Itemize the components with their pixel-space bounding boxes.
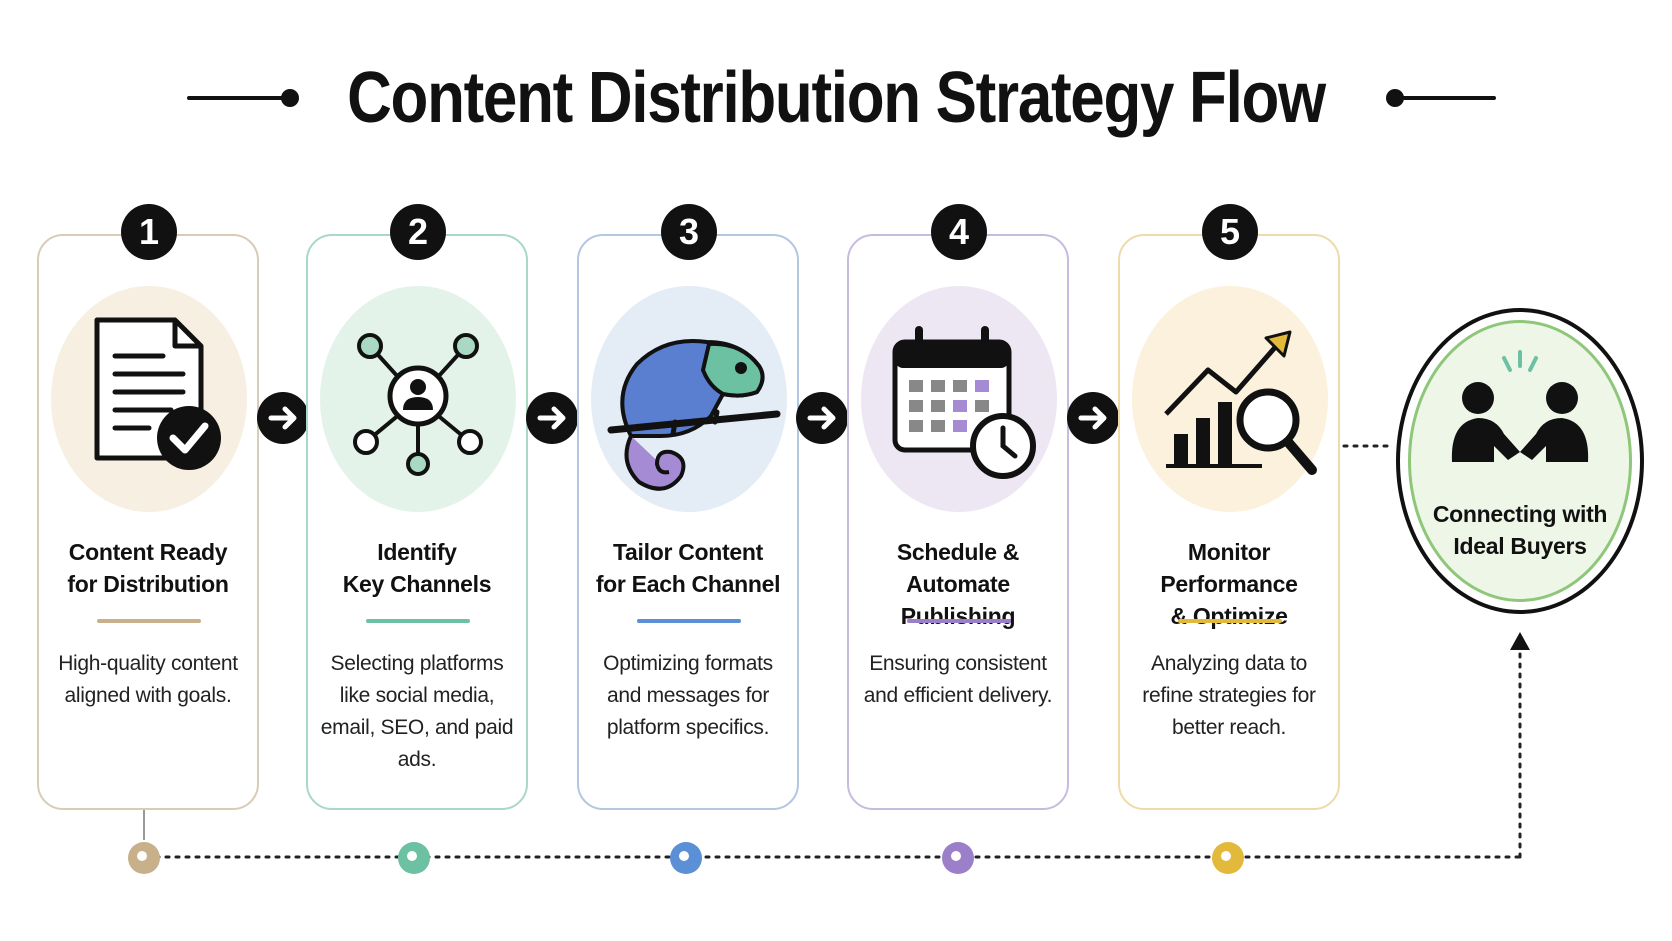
step-title: Tailor Content for Each Channel [595,539,781,597]
step-icon-circle [320,286,516,512]
step-title: Identify Key Channels [342,539,492,597]
goal-circle: Connecting with Ideal Buyers [1396,308,1644,614]
handshake-icon [1451,350,1589,462]
chameleon-icon [607,339,781,491]
step-title: Content Ready for Distribution [67,539,229,597]
step-number-badge: 5 [1202,204,1258,260]
arrow-right-icon [257,392,309,444]
step-underline [97,619,201,623]
timeline-node-5 [1212,842,1244,874]
arrow-right-icon [526,392,578,444]
step-card-4: 4 Schedule & Automate Publishing Ensurin… [847,204,1069,810]
step-card-3: 3 Tailor Content for Each Channel Optimi… [577,204,799,810]
chart-magnifier-icon [1164,330,1317,475]
step-underline [1178,619,1282,623]
step-number-badge: 3 [661,204,717,260]
title-dot-left [281,89,299,107]
calendar-clock-icon [892,326,1036,479]
arrow-right-icon [796,392,848,444]
step-icon-circle [591,286,787,512]
step-description: Selecting platforms like social media, e… [320,652,514,771]
step-title: Monitor Performance & Optimize [1160,539,1298,629]
timeline-node-2 [398,842,430,874]
step-underline [637,619,741,623]
step-underline [366,619,470,623]
network-user-icon [353,333,483,476]
timeline-node-3 [670,842,702,874]
timeline-node-4 [942,842,974,874]
step-icon-circle [1132,286,1328,512]
timeline-node-1 [128,842,160,874]
step-card-2: 2 Identify Key Channels Selecting platfo… [306,204,528,810]
step-description: Analyzing data to refine strategies for … [1142,652,1316,739]
step-number-badge: 2 [390,204,446,260]
step-description: Ensuring consistent and efficient delive… [863,652,1053,707]
step-description: High-quality content aligned with goals. [58,652,238,707]
title-line-right [1392,96,1496,100]
step-card-1: 1 Content Ready for Distribution High-qu… [37,204,259,810]
step-description: Optimizing formats and messages for plat… [603,652,773,739]
document-check-icon [94,317,221,470]
step-number-badge: 4 [931,204,987,260]
diagram-title: Content Distribution Strategy Flow [347,58,1326,138]
goal-label: Connecting with Ideal Buyers [1432,501,1608,559]
arrow-right-icon [1067,392,1119,444]
step-number-badge: 1 [121,204,177,260]
step-underline [907,619,1011,623]
step-icon-circle [861,286,1057,512]
step-card-5: 5 Monitor Performance & Optimize Analyzi… [1118,204,1340,810]
title-line-left [187,96,287,100]
title-area: Content Distribution Strategy Flow [0,48,1672,148]
step-title: Schedule & Automate Publishing [896,539,1020,629]
step-icon-circle [51,286,247,512]
